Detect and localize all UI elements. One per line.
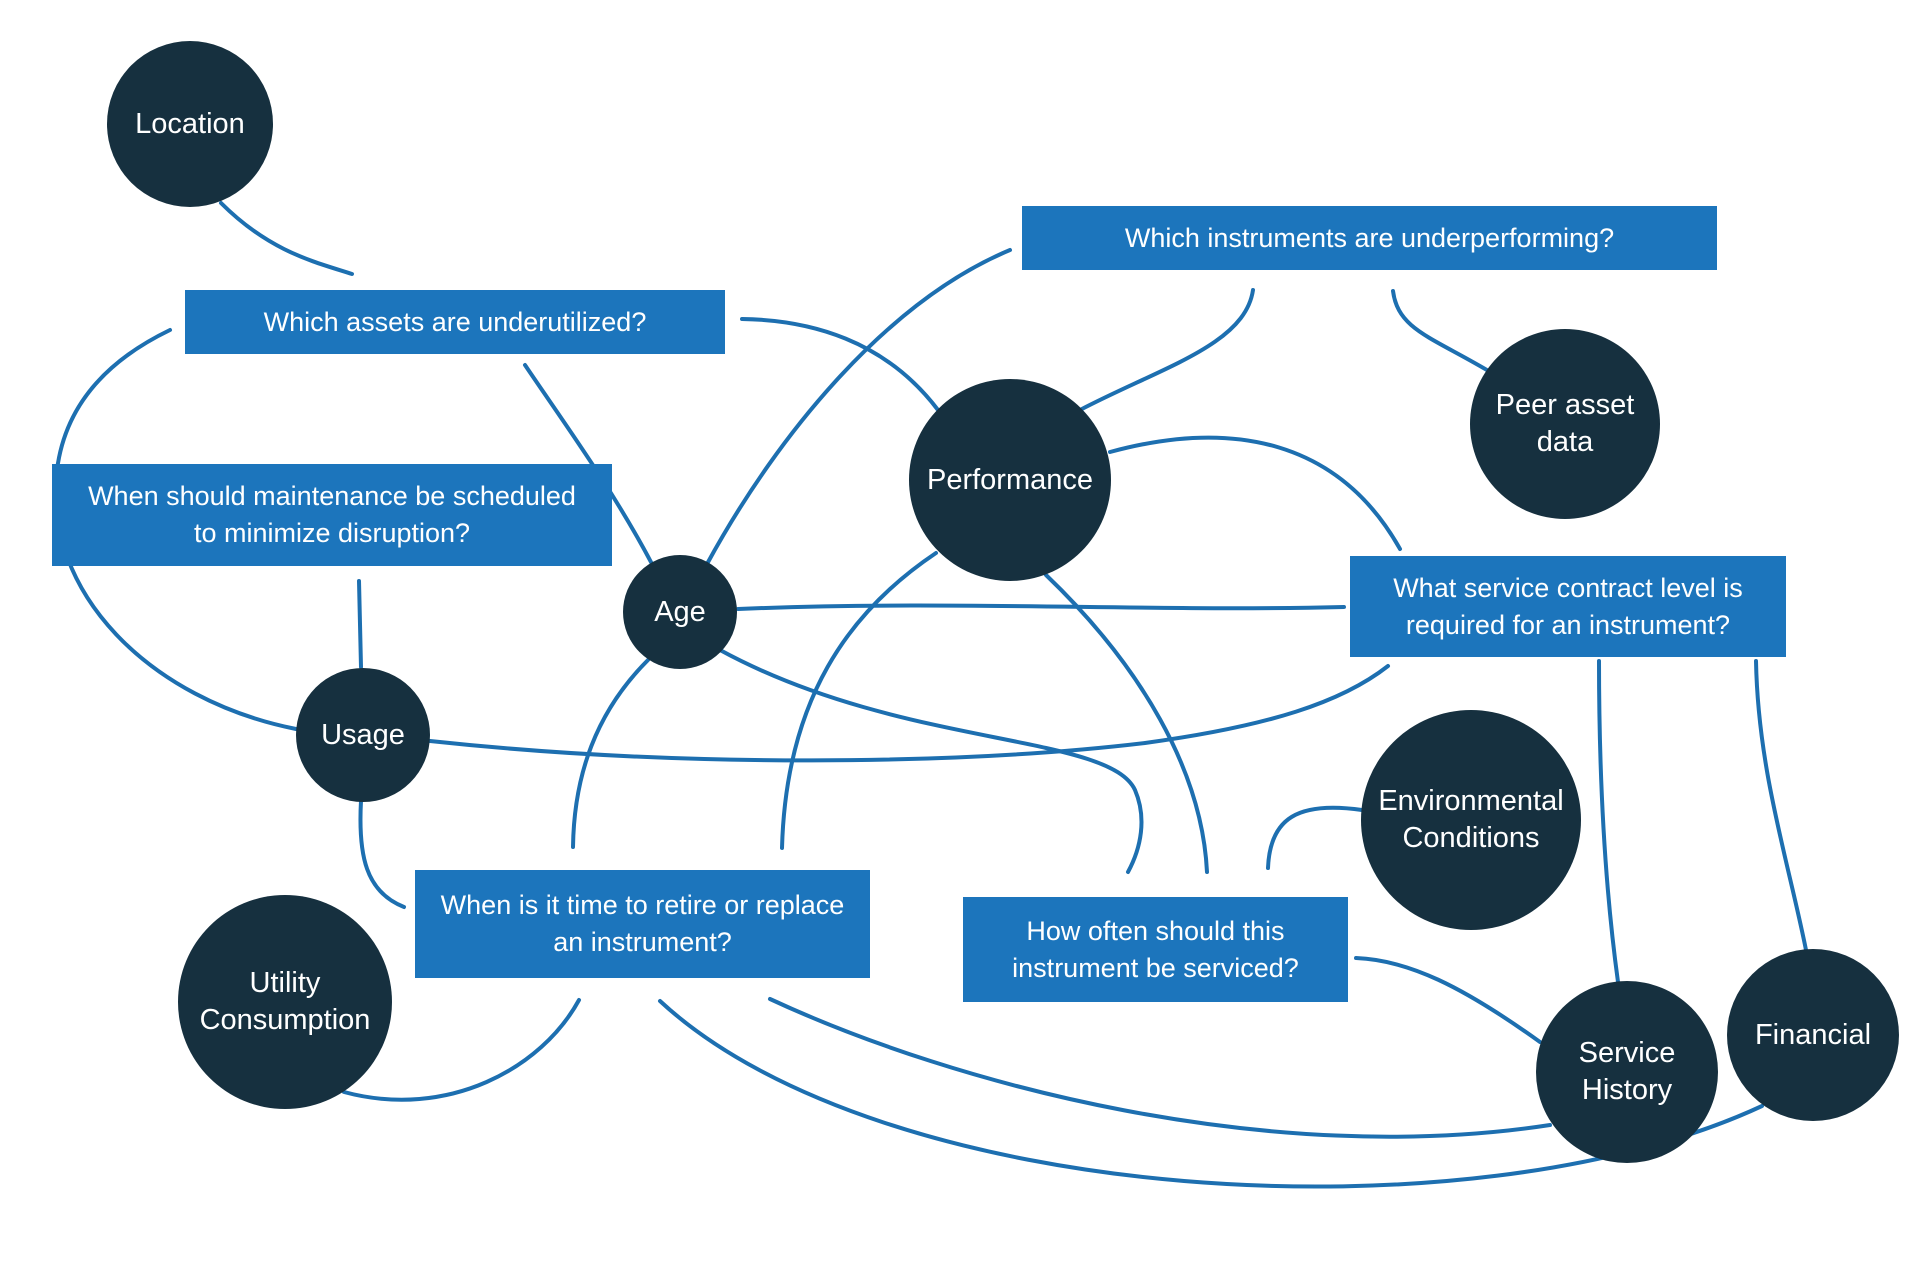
node-label: Peer asset data (1495, 389, 1635, 458)
edge-service-history-service-contract (1597, 659, 1620, 984)
question-service-contract: What service contract level is required … (1350, 556, 1786, 657)
node-peer-asset-data: Peer asset data (1470, 329, 1660, 519)
edge-usage-service-contract (428, 664, 1390, 763)
node-service-history: Service History (1536, 981, 1718, 1163)
edge-service-history-retire (768, 997, 1552, 1139)
node-label: Environmental Conditions (1378, 785, 1564, 854)
node-financial: Financial (1727, 949, 1899, 1121)
edge-location-which-assets (219, 201, 354, 276)
edge-age-which-assets (523, 363, 654, 566)
question-how-often: How often should this instrument be serv… (963, 897, 1348, 1002)
edge-age-how-often (718, 648, 1144, 874)
node-label: Performance (926, 463, 1093, 496)
question-which-instruments: Which instruments are underperforming? (1022, 206, 1717, 270)
node-usage: Usage (296, 668, 430, 802)
edge-performance-which-assets (740, 317, 940, 412)
question-label: How often should this instrument be serv… (1012, 915, 1299, 983)
edge-financial-service-contract (1754, 659, 1808, 952)
edge-peer-asset-data-which-instruments (1391, 289, 1494, 375)
node-label: Service History (1578, 1037, 1676, 1106)
edge-age-retire (571, 658, 650, 849)
edge-environmental-conditions-how-often (1266, 805, 1364, 870)
node-utility-consumption: Utility Consumption (178, 895, 392, 1109)
edge-performance-which-instruments (1078, 288, 1255, 412)
question-label: When is it time to retire or replace an … (440, 890, 845, 957)
question-which-assets: Which assets are underutilized? (185, 290, 725, 354)
edge-age-service-contract (736, 603, 1346, 611)
question-label: Which assets are underutilized? (263, 306, 647, 337)
edge-age-which-instruments (705, 248, 1012, 566)
edge-usage-retire (358, 799, 406, 909)
question-label: Which instruments are underperforming? (1124, 222, 1615, 253)
node-label: Age (654, 595, 706, 628)
node-label: Utility Consumption (199, 967, 371, 1036)
question-maintenance: When should maintenance be scheduled to … (52, 464, 612, 566)
edge-performance-retire (780, 551, 938, 850)
node-age: Age (623, 555, 737, 669)
node-label: Usage (321, 718, 405, 751)
question-label: What service contract level is required … (1393, 572, 1743, 640)
edge-performance-how-often (1044, 573, 1209, 874)
node-label: Location (135, 107, 245, 140)
node-environmental-conditions: Environmental Conditions (1361, 710, 1581, 930)
node-location: Location (107, 41, 273, 207)
edge-utility-consumption-retire (342, 998, 581, 1102)
question-retire: When is it time to retire or replace an … (415, 870, 870, 978)
edge-service-history-how-often (1354, 956, 1542, 1044)
question-label: When should maintenance be scheduled to … (88, 481, 576, 548)
node-label: Financial (1754, 1018, 1872, 1051)
node-performance: Performance (909, 379, 1111, 581)
edge-usage-maintenance (357, 579, 363, 669)
edge-performance-service-contract (1108, 435, 1402, 551)
